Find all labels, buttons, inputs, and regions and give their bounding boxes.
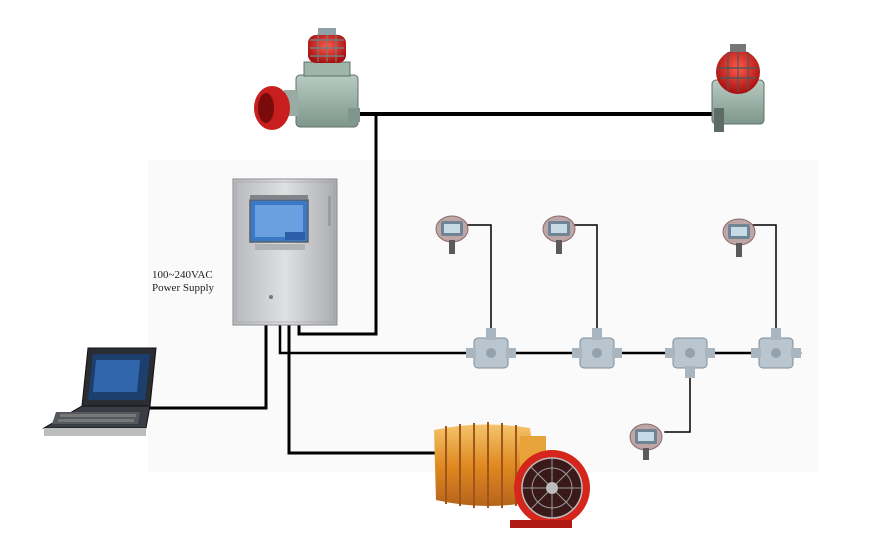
ventilation-fan-icon (434, 422, 590, 528)
wire-detector-bus (278, 320, 802, 355)
power-supply-text: Power Supply (152, 282, 215, 294)
wire-detector-4 (664, 373, 691, 433)
cabinet-lock-icon (269, 295, 273, 299)
junction-box-1 (466, 328, 516, 369)
gas-detector-2 (542, 215, 576, 254)
wire-detector-3 (751, 224, 777, 333)
wire-detector-2 (571, 224, 598, 333)
laptop-icon (42, 347, 157, 436)
gas-detector-1 (435, 215, 469, 254)
wire-detector-1 (464, 224, 492, 333)
wire-alarm-to-controller (297, 112, 378, 336)
sound-light-alarm-icon (254, 28, 360, 130)
gas-detector-4 (629, 423, 663, 460)
controller-cabinet (232, 178, 338, 326)
wire-fan (287, 320, 442, 455)
junction-box-4 (751, 328, 801, 369)
wiring (144, 112, 802, 455)
wire-laptop (144, 320, 268, 410)
junction-box-3 (665, 337, 715, 378)
junction-box-2 (572, 328, 622, 369)
gas-detector-3 (722, 218, 756, 257)
power-supply-label: 100~240VAC Power Supply (152, 269, 214, 295)
power-supply-voltage: 100~240VAC (152, 269, 213, 281)
warning-beacon-icon (711, 44, 765, 132)
